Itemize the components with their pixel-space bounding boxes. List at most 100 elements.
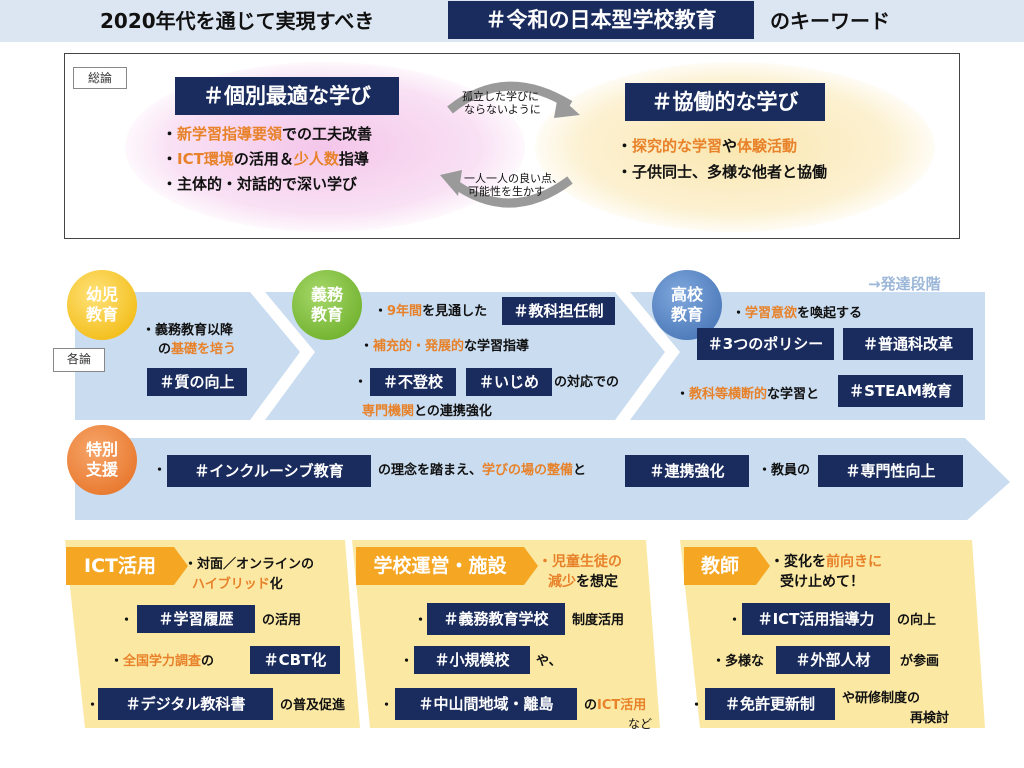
ict-teaching-skill-tag: ＃ICT活用指導力 — [742, 603, 890, 635]
collaborative-learning-item: ・探究的な学習や体験活動 — [617, 136, 797, 156]
ict-t2-highlight: 全国学力調査 — [123, 654, 202, 669]
early-childhood-circle: 幼児 教育 — [67, 270, 137, 340]
ict-text-3: の普及促進 — [280, 698, 346, 713]
high-b1-pre: ・ — [732, 306, 746, 321]
collaborative-learning-tag: ＃協働的な学び — [625, 83, 825, 121]
early-line-2: の基礎を培う — [158, 341, 236, 358]
teacher-text-2: ・多様な — [712, 654, 765, 669]
special-t1-post: と — [573, 463, 587, 478]
teacher-title-arrow — [756, 547, 770, 585]
ict-title: ICT活用 — [66, 547, 174, 585]
teacher-title: 教師 — [684, 547, 756, 585]
individual-learning-item: ・新学習指導要領での工夫改善 — [162, 124, 372, 144]
license-renewal-tag: ＃免許更新制 — [705, 688, 835, 720]
special-circle-line-1: 特別 — [85, 440, 118, 459]
teacher-text-2-post: が参画 — [900, 654, 940, 669]
compulsory-b2-pre: ・ — [360, 339, 374, 354]
cooperation-tag: ＃連携強化 — [625, 455, 749, 487]
school-dot-3: ・ — [380, 698, 394, 713]
teacher-l1-pre: ・変化を — [770, 554, 826, 570]
ict-dot-3: ・ — [86, 698, 100, 713]
ict-line-2-highlight: ハイブリッド — [192, 577, 270, 592]
individual-learning-item-text: ICT環境 — [177, 150, 234, 168]
teacher-dot-1: ・ — [728, 613, 742, 628]
three-policies-tag: ＃3つのポリシー — [697, 328, 834, 360]
individual-learning-tag: ＃個別最適な学び — [175, 77, 399, 115]
bottom-arc-arrow — [449, 176, 573, 208]
ict-panel — [65, 540, 360, 728]
teacher-line-1: ・変化を前向きに — [770, 554, 882, 571]
compulsory-circle-line-2: 教育 — [310, 305, 343, 324]
ict-title-arrow — [174, 547, 188, 585]
learning-history-tag: ＃学習履歴 — [137, 605, 255, 633]
teacher-text-1: の向上 — [897, 613, 937, 628]
bottom-arrow-head — [440, 170, 462, 196]
collaborative-learning-item-text: 探究的な学習 — [632, 137, 723, 155]
truancy-tag: ＃不登校 — [370, 368, 456, 396]
compulsory-b2-highlight: 補充的・発展的 — [373, 339, 465, 354]
header-prefix: 2020年代を通じて実現すべき — [100, 9, 375, 33]
ict-dot-1: ・ — [120, 613, 134, 628]
early-line-1: ・義務教育以降 — [142, 323, 234, 338]
ict-text-1: の活用 — [262, 613, 302, 628]
ict-line-3: ・全国学力調査の — [110, 653, 214, 670]
compulsory-circle: 義務 教育 — [292, 270, 362, 340]
special-t1-highlight: 学びの場の整備 — [482, 463, 574, 478]
special-support-circle: 特別 支援 — [67, 425, 137, 495]
high-b2-post: な学習と — [767, 387, 820, 402]
high-b1-highlight: 学習意欲 — [745, 306, 798, 321]
special-circle-line-2: 支援 — [85, 460, 118, 479]
compulsory-b1-post: を見通した — [422, 304, 488, 319]
individual-learning-item-text: ・主体的・対話的で深い学び — [162, 175, 358, 193]
inclusive-education-tag: ＃インクルーシブ教育 — [167, 455, 371, 487]
external-talent-tag: ＃外部人材 — [776, 646, 890, 674]
compulsory-bullet-2: ・補充的・発展的な学習指導 — [360, 338, 529, 355]
special-text-1: の理念を踏まえ、学びの場の整備と — [378, 462, 586, 479]
stage-label: →発達段階 — [868, 275, 941, 293]
bullying-tag: ＃いじめ — [466, 368, 552, 396]
school-line-2: 減少を想定 — [548, 574, 618, 591]
high-circle-line-1: 高校 — [670, 285, 703, 304]
school-t3-pre: の — [584, 698, 598, 713]
school-text-3: のICT活用 — [584, 697, 646, 714]
individual-learning-item-text: 少人数 — [293, 150, 339, 168]
specific-label: 各論 — [53, 348, 105, 372]
collaborative-learning-item-text: 体験活動 — [737, 137, 798, 155]
compulsory-circle-line-1: 義務 — [310, 285, 343, 304]
ict-t2-post: の — [201, 654, 215, 669]
individual-learning-item-text: の活用＆ — [233, 150, 294, 168]
compulsory-b4-post: との連携強化 — [414, 404, 492, 419]
small-school-tag: ＃小規模校 — [414, 646, 530, 674]
collaborative-learning-item-text: ・子供同士、多様な他者と協働 — [617, 163, 828, 181]
compulsory-school-tag: ＃義務教育学校 — [427, 603, 565, 635]
high-b1-post: を喚起する — [797, 306, 863, 321]
ict-line-2-post: 化 — [269, 577, 283, 592]
cbt-tag: ＃CBT化 — [250, 646, 340, 674]
school-l2-highlight: 減少 — [548, 574, 576, 590]
top-arrow-head — [554, 95, 580, 118]
compulsory-b1-highlight: 9年間 — [387, 304, 423, 319]
school-l2-post: を想定 — [576, 574, 618, 590]
arrow-top-line-1: 孤立した学びに — [462, 90, 539, 103]
school-dot-2: ・ — [400, 654, 414, 669]
school-text-4: など — [628, 717, 653, 731]
rural-island-tag: ＃中山間地域・離島 — [395, 688, 577, 720]
compulsory-b2-post: な学習指導 — [464, 339, 530, 354]
compulsory-bullet-1: ・9年間を見通した — [374, 303, 487, 320]
individual-learning-item-text: 新学習指導要領 — [177, 125, 283, 143]
collaborative-learning-item: ・子供同士、多様な他者と協働 — [617, 162, 827, 182]
high-b2-highlight: 教科等横断的 — [689, 387, 768, 402]
individual-learning-item: ・ICT環境の活用＆少人数指導 — [162, 149, 369, 169]
high-circle-line-2: 教育 — [670, 305, 703, 324]
school-dot-1: ・ — [414, 613, 428, 628]
individual-learning-item-text: ・ — [162, 125, 178, 143]
early-line-2-pre: の — [158, 342, 172, 357]
high-bullet-2: ・教科等横断的な学習と — [676, 386, 819, 403]
teacher-line-2: 受け止めて！ — [780, 574, 864, 590]
arrow-bottom-line-2: 可能性を生かす — [468, 185, 545, 198]
special-bullet: ・ — [153, 463, 167, 478]
compulsory-b3-post: の対応での — [554, 375, 620, 390]
individual-learning-item-text: ・ — [162, 150, 178, 168]
steam-tag: ＃STEAM教育 — [838, 375, 963, 407]
teacher-l1-highlight: 前向きに — [826, 554, 882, 570]
